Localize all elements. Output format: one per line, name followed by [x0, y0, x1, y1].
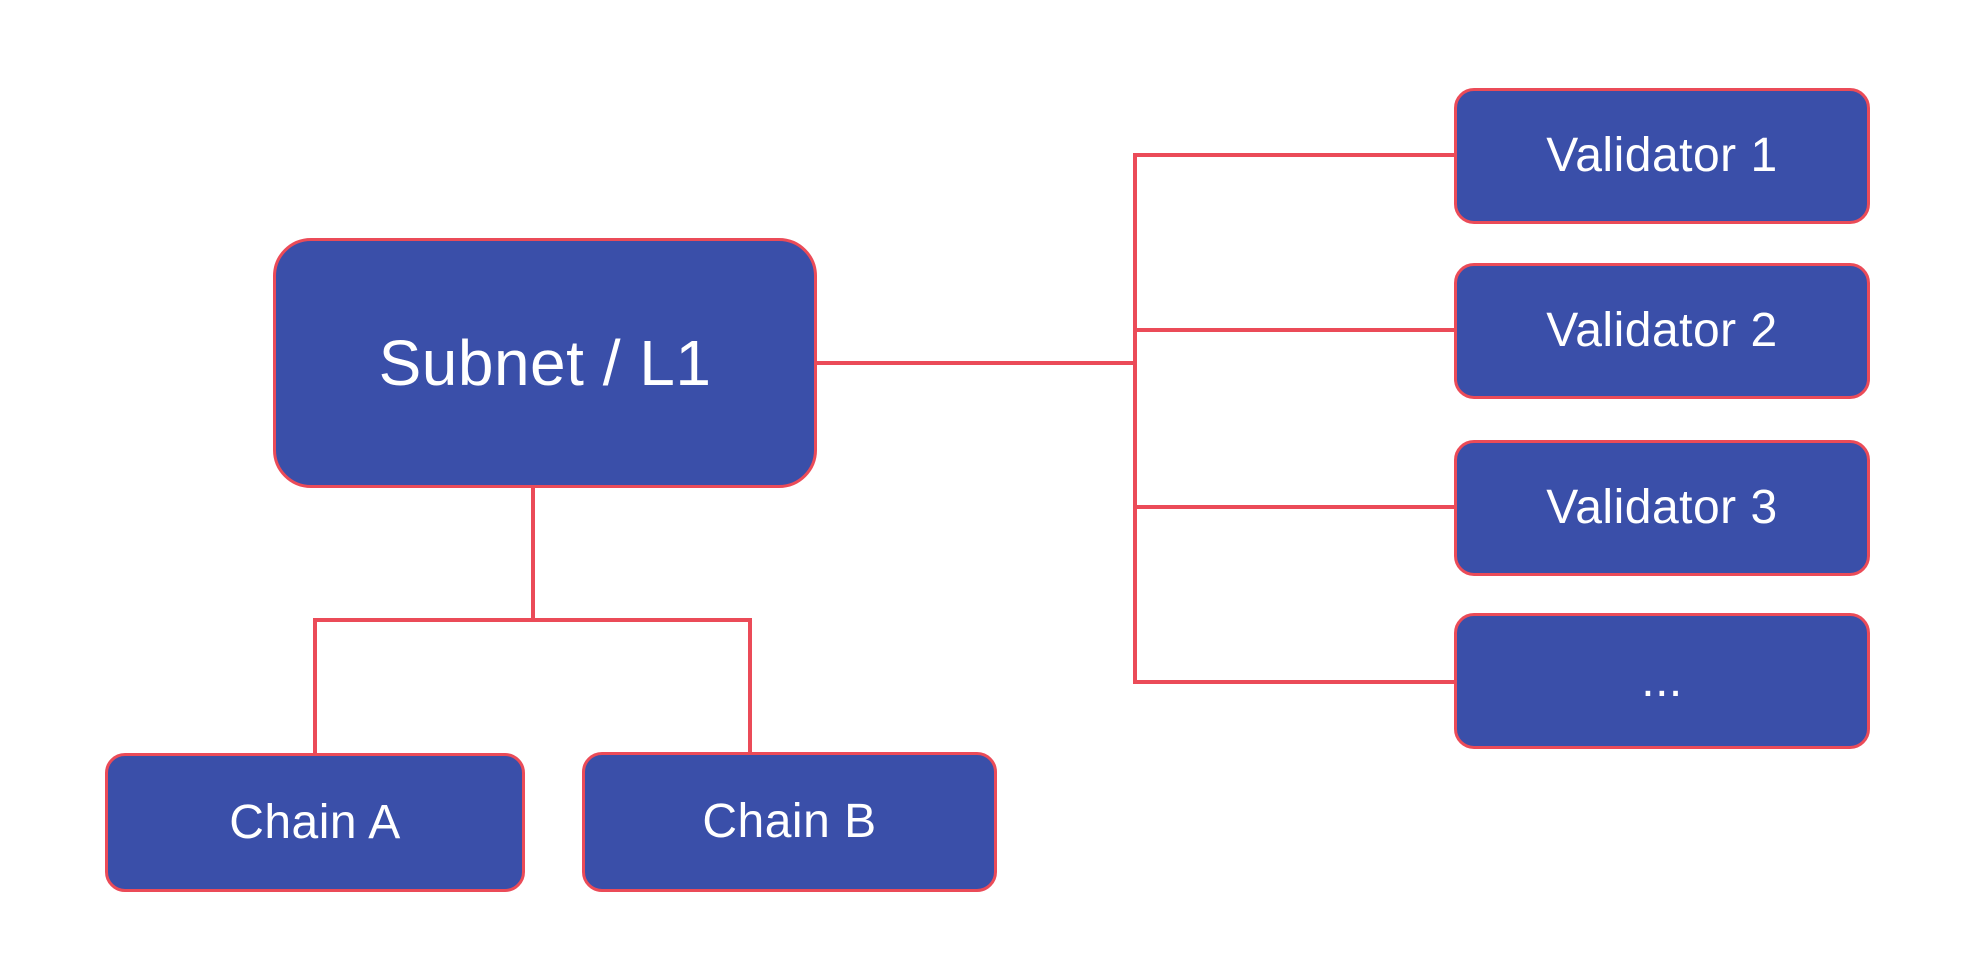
chain-a-label: Chain A — [229, 795, 401, 849]
validator-3-node: Validator 3 — [1454, 440, 1870, 576]
subnet-l1-node: Subnet / L1 — [273, 238, 817, 488]
chain-a-node: Chain A — [105, 753, 525, 892]
connector-branch-chain-b — [748, 618, 752, 754]
validator-3-label: Validator 3 — [1546, 481, 1778, 534]
connector-branch-validator-3 — [1135, 505, 1454, 509]
validator-more-label: ... — [1641, 654, 1683, 707]
connector-branch-validator-1 — [1135, 153, 1454, 157]
validator-1-node: Validator 1 — [1454, 88, 1870, 224]
connector-validator-trunk — [1133, 153, 1137, 684]
connector-branch-chain-a — [313, 618, 317, 755]
validator-1-label: Validator 1 — [1546, 129, 1778, 182]
validator-2-label: Validator 2 — [1546, 304, 1778, 357]
connector-root-to-chains — [531, 488, 535, 622]
connector-branch-validator-more — [1135, 680, 1454, 684]
connector-chains-bar — [313, 618, 752, 622]
connector-root-to-validators — [817, 361, 1137, 365]
connector-branch-validator-2 — [1135, 328, 1454, 332]
chain-b-label: Chain B — [702, 795, 877, 848]
validator-more-node: ... — [1454, 613, 1870, 749]
chain-b-node: Chain B — [582, 752, 997, 892]
validator-2-node: Validator 2 — [1454, 263, 1870, 399]
subnet-l1-label: Subnet / L1 — [378, 327, 712, 399]
